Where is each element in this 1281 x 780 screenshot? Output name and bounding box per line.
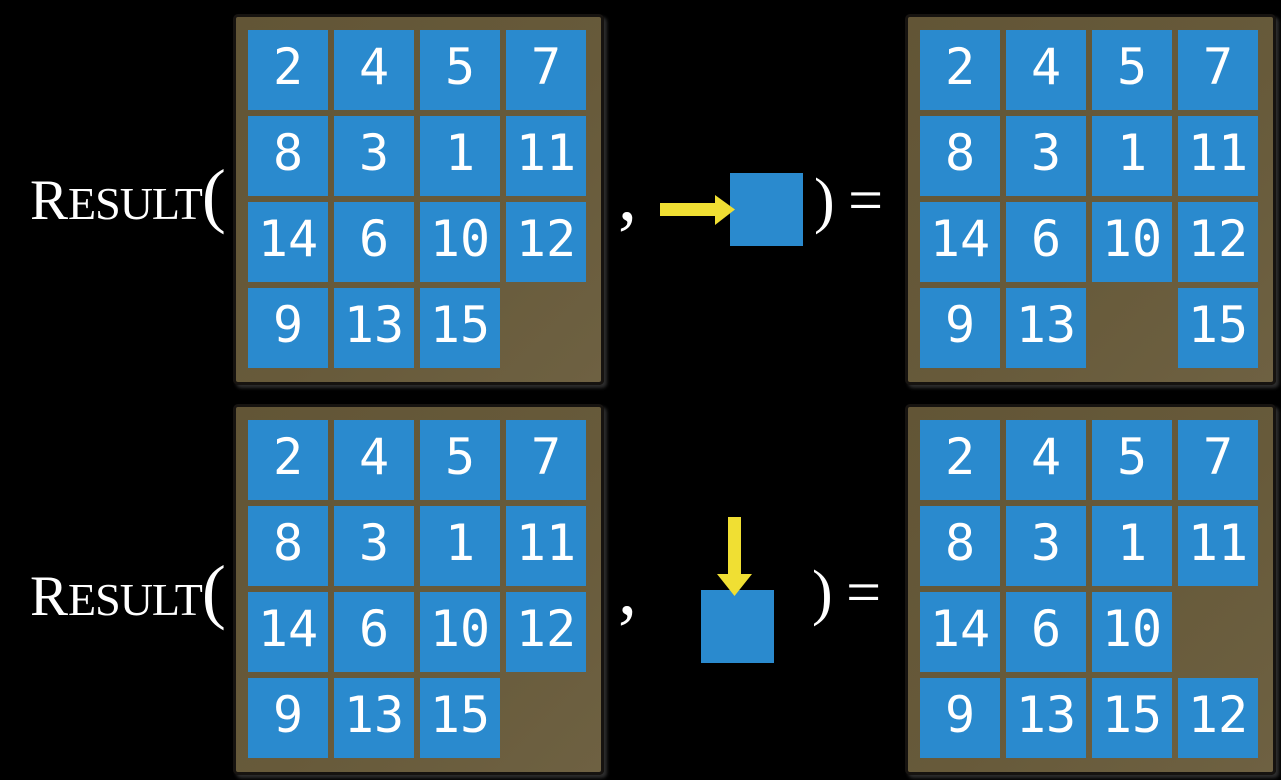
puzzle-tile: 15 <box>420 678 500 758</box>
empty-cell <box>1178 592 1258 672</box>
puzzle-tile: 12 <box>506 202 586 282</box>
puzzle-tile: 9 <box>920 678 1000 758</box>
puzzle-tile: 5 <box>1092 420 1172 500</box>
puzzle-tile: 12 <box>1178 202 1258 282</box>
puzzle-tile: 6 <box>1006 202 1086 282</box>
puzzle-tile: 10 <box>420 592 500 672</box>
puzzle-tile: 7 <box>1178 420 1258 500</box>
puzzle-tile: 11 <box>506 506 586 586</box>
puzzle-tile: 11 <box>1178 506 1258 586</box>
puzzle-tile: 10 <box>420 202 500 282</box>
puzzle-tile: 2 <box>248 30 328 110</box>
puzzle-tile: 8 <box>248 116 328 196</box>
puzzle-tile: 3 <box>334 506 414 586</box>
puzzle-tile: 7 <box>506 30 586 110</box>
puzzle-tile: 12 <box>506 592 586 672</box>
puzzle-tile: 10 <box>1092 592 1172 672</box>
puzzle-tile: 8 <box>920 506 1000 586</box>
puzzle-tile: 3 <box>334 116 414 196</box>
puzzle-tile: 12 <box>1178 678 1258 758</box>
close-paren-equals: ) = <box>812 559 881 627</box>
puzzle-tile: 7 <box>1178 30 1258 110</box>
puzzle-tile: 11 <box>506 116 586 196</box>
puzzle-tile: 2 <box>920 30 1000 110</box>
puzzle-tile: 6 <box>1006 592 1086 672</box>
puzzle-tile: 2 <box>248 420 328 500</box>
puzzle-tile: 11 <box>1178 116 1258 196</box>
puzzle-tile: 3 <box>1006 506 1086 586</box>
puzzle-tile: 14 <box>248 592 328 672</box>
puzzle-tile: 14 <box>920 202 1000 282</box>
puzzle-tile: 4 <box>334 30 414 110</box>
puzzle-tile: 1 <box>1092 116 1172 196</box>
puzzle-tile: 6 <box>334 592 414 672</box>
puzzle-tile: 13 <box>334 678 414 758</box>
puzzle-tile: 5 <box>1092 30 1172 110</box>
puzzle-tile: 4 <box>1006 30 1086 110</box>
function-name-initial: R <box>30 565 69 628</box>
puzzle-tile: 8 <box>920 116 1000 196</box>
right-arrow-into-tile-icon <box>660 173 803 246</box>
move-right-action <box>659 172 805 247</box>
puzzle-tile: 4 <box>334 420 414 500</box>
puzzle-tile: 4 <box>1006 420 1086 500</box>
puzzle-tile: 9 <box>920 288 1000 368</box>
puzzle-tile: 7 <box>506 420 586 500</box>
puzzle-tile: 10 <box>1092 202 1172 282</box>
puzzle-tile: 9 <box>248 288 328 368</box>
puzzle-tile: 13 <box>1006 288 1086 368</box>
function-name-smallcaps: ESULT <box>68 574 203 625</box>
empty-cell <box>506 678 586 758</box>
puzzle-tile: 14 <box>248 202 328 282</box>
puzzle-tile: 2 <box>920 420 1000 500</box>
comma-separator: , <box>618 153 637 237</box>
puzzle-tile: 8 <box>248 506 328 586</box>
puzzle-tile: 13 <box>1006 678 1086 758</box>
function-name-initial: R <box>30 169 69 232</box>
result-function-label: RESULT( <box>30 159 226 251</box>
puzzle-tile: 5 <box>420 420 500 500</box>
move-down-action <box>701 517 774 663</box>
puzzle-tile: 15 <box>1178 288 1258 368</box>
close-paren-equals: ) = <box>814 167 883 235</box>
open-paren: ( <box>201 551 226 631</box>
right-arrow-icon <box>660 195 735 225</box>
function-name-smallcaps: ESULT <box>68 178 203 229</box>
puzzle-tile: 15 <box>420 288 500 368</box>
puzzle-tile: 1 <box>420 506 500 586</box>
blank-tile-square <box>701 590 774 663</box>
empty-cell <box>1092 288 1172 368</box>
puzzle-tile: 1 <box>420 116 500 196</box>
puzzle-tile: 9 <box>248 678 328 758</box>
puzzle-tile: 3 <box>1006 116 1086 196</box>
puzzle-tile: 6 <box>334 202 414 282</box>
down-arrow-into-tile-icon <box>701 517 774 663</box>
blank-tile-square <box>730 173 803 246</box>
puzzle-tile: 13 <box>334 288 414 368</box>
empty-cell <box>506 288 586 368</box>
open-paren: ( <box>201 155 226 235</box>
down-arrow-icon <box>717 517 752 596</box>
puzzle-tile: 5 <box>420 30 500 110</box>
puzzle-tile: 15 <box>1092 678 1172 758</box>
comma-separator: , <box>618 547 637 631</box>
puzzle-tile: 14 <box>920 592 1000 672</box>
puzzle-tile: 1 <box>1092 506 1172 586</box>
result-function-label: RESULT( <box>30 555 226 647</box>
